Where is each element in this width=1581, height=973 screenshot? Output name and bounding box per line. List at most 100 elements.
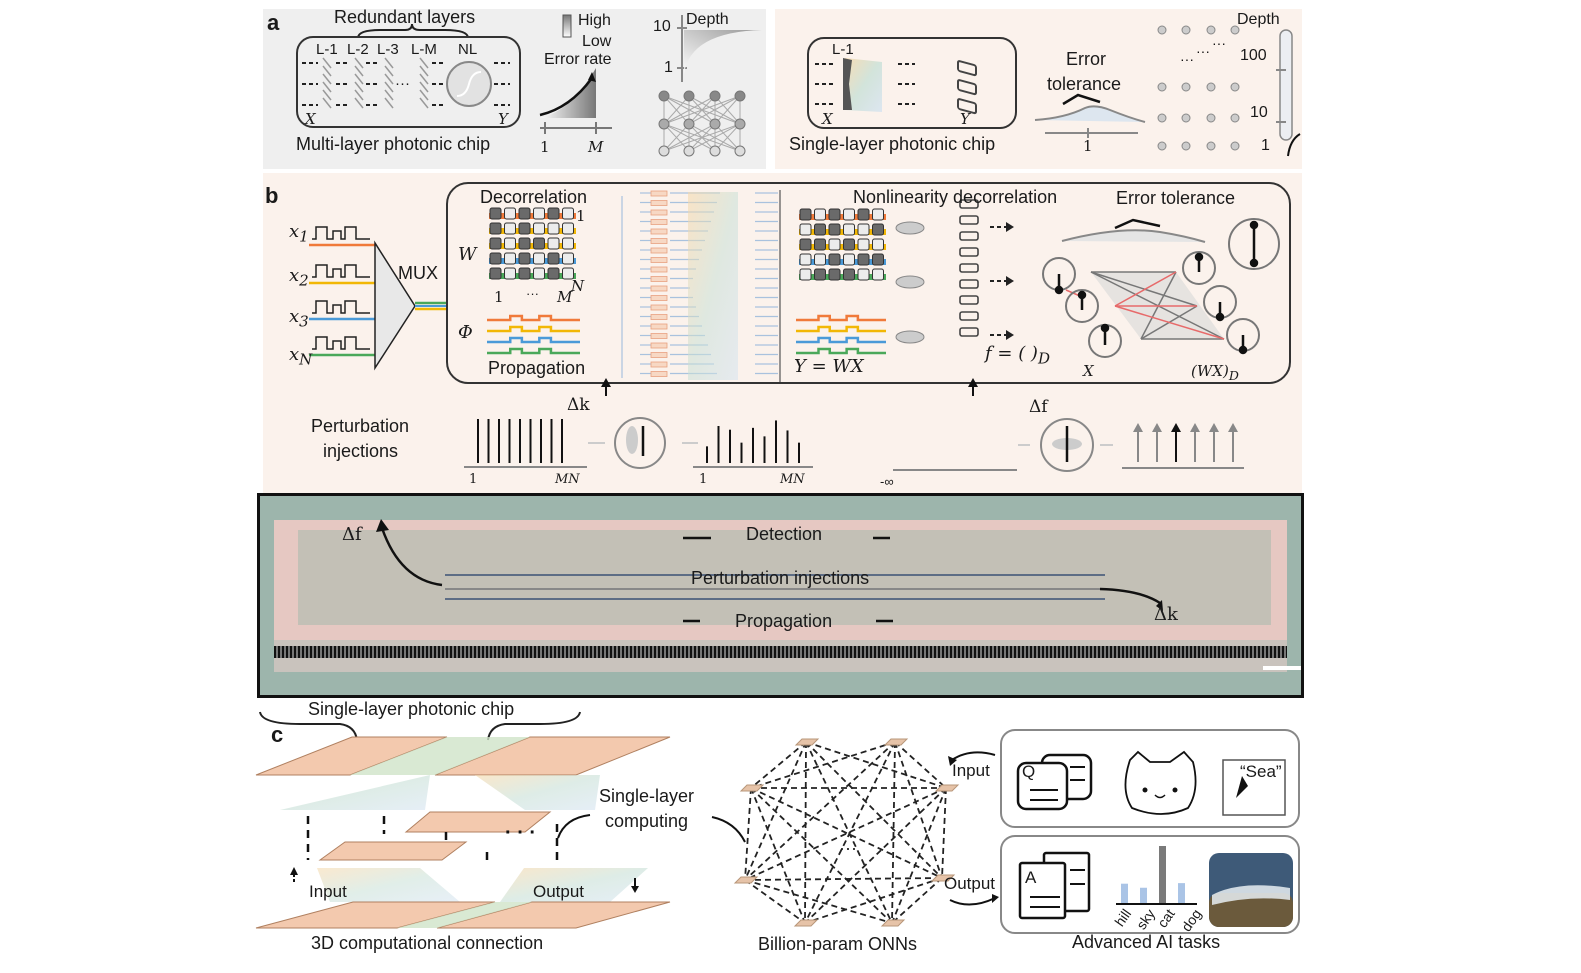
single-output-y: Y <box>960 110 970 128</box>
y-equals-wx: Y = WX <box>794 356 864 377</box>
matrix-cell <box>799 253 812 266</box>
matrix-cell <box>857 268 870 281</box>
matrix-cell <box>562 207 574 220</box>
phase-shifter <box>650 342 668 349</box>
axis1-end: MN <box>555 472 580 487</box>
error-rate-area <box>540 68 596 118</box>
layer-hatch-3 <box>384 57 394 109</box>
phase-shifter <box>650 314 668 320</box>
phase-line <box>796 336 886 344</box>
input-x2: x2 <box>289 265 309 290</box>
onn-edge <box>891 877 943 924</box>
depth-dots: ··· <box>1212 35 1226 51</box>
depth-tick-1-single: 1 <box>1261 137 1270 154</box>
phase-shifter <box>650 219 668 225</box>
onn-edge <box>744 879 806 924</box>
layer-label-m: L-M <box>411 41 437 58</box>
onn-chip-node <box>883 738 909 746</box>
error-tick-m: M <box>588 138 604 156</box>
col-first: 1 <box>494 288 504 306</box>
onn-output-label: Output <box>944 874 996 893</box>
matrix-cell <box>547 237 560 250</box>
depth-node <box>1181 25 1191 35</box>
matrix-row-band <box>489 258 576 264</box>
matrix-cell <box>872 238 884 251</box>
nn-node <box>709 118 721 130</box>
detector-icon <box>959 311 979 321</box>
depth-node <box>1157 113 1167 123</box>
matrix-cell <box>828 268 841 281</box>
phase-shifter <box>650 228 668 235</box>
perturbed-spectrum <box>706 420 800 463</box>
matrix-cell <box>489 222 502 235</box>
decorrelation-title: Decorrelation <box>480 187 588 207</box>
input-pulse-train-4 <box>312 336 370 350</box>
layer-hatch-m <box>419 57 429 109</box>
input-label: Input <box>309 882 347 901</box>
onn-chip-node <box>793 919 819 927</box>
class-bar-sky <box>1140 887 1147 904</box>
chip-delta-f: Δf <box>342 524 362 545</box>
nn-node <box>734 145 746 157</box>
depth-title-multi: Depth <box>686 11 729 28</box>
multi-layer-caption: Multi-layer photonic chip <box>296 134 491 154</box>
depth-node <box>1181 82 1191 92</box>
nn-edge <box>688 123 741 152</box>
phase-shifter <box>650 295 668 301</box>
onn-caption: Billion-param ONNs <box>758 934 918 954</box>
chip-detection: Detection <box>746 524 823 544</box>
frequency-arrows <box>1133 423 1238 462</box>
detector-icon <box>959 231 979 241</box>
cat-face-icon <box>1124 750 1197 815</box>
matrix-cell <box>533 207 545 220</box>
phase-shifter <box>650 285 668 292</box>
matrix-cell <box>828 223 841 236</box>
pipeline-box <box>446 182 1291 384</box>
error-rate-title: Error rate <box>544 51 612 68</box>
phase-line <box>487 347 580 355</box>
chip-delta-k: Δk <box>1154 604 1178 625</box>
input-pulse-train-1 <box>312 226 370 240</box>
frequency-arrow-head <box>1133 423 1143 432</box>
onn-chip-node <box>930 874 956 882</box>
onn-edge <box>744 787 752 881</box>
matrix-cell <box>828 208 841 221</box>
matrix-cell <box>504 207 516 220</box>
phase-shifter <box>650 304 668 311</box>
nn-node <box>683 118 695 130</box>
panel-b <box>263 173 1302 493</box>
nn-edge <box>663 123 716 152</box>
onn-edge <box>891 741 896 924</box>
layers-ellipsis: · · · <box>505 822 536 844</box>
uniform-spectrum <box>477 419 563 463</box>
matrix-cell <box>547 207 560 220</box>
x-label: X <box>1083 362 1094 380</box>
matrix-cell <box>562 222 574 235</box>
matrix-row-band <box>799 214 886 220</box>
axis2-end: MN <box>780 472 805 487</box>
depth-node <box>1206 141 1216 151</box>
onn-chip-node <box>739 784 765 792</box>
f-function: f = ( )D <box>985 343 1050 368</box>
depth-node-grid: ········· <box>1157 25 1240 151</box>
single-layer-chip-outline <box>807 37 1017 129</box>
mid-chip-layers <box>318 811 552 861</box>
redundant-layers-label: Redundant layers <box>334 7 476 27</box>
single-input-x: X <box>822 110 833 128</box>
matrix-row-band <box>799 229 886 235</box>
matrix-y <box>799 208 886 281</box>
depth-tick-10: 10 <box>653 18 671 35</box>
axis2-start: 1 <box>699 472 708 487</box>
layer-hatch-group <box>322 57 429 109</box>
detector-array <box>959 199 979 337</box>
nn-node <box>683 90 695 102</box>
perturbation-label-1: Perturbation <box>311 416 410 436</box>
layer-hatch-2 <box>354 57 364 109</box>
onn-edge <box>804 877 943 924</box>
matrix-cell <box>843 253 855 266</box>
depth-node <box>1230 82 1240 92</box>
matrix-cell <box>533 222 545 235</box>
matrix-row-band <box>489 243 576 249</box>
onn-edge <box>941 787 947 879</box>
